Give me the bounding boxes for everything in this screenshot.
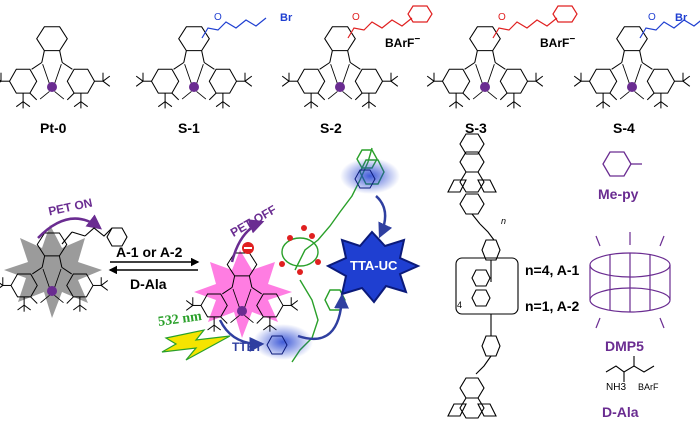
assignment-a2: n=1, A-2 (525, 298, 580, 314)
linker-arm (201, 17, 267, 39)
linker-arm (347, 17, 413, 39)
assignment-a1: n=4, A-1 (525, 262, 580, 278)
pyridinium-ring (552, 5, 578, 23)
legend-dala: D-Ala (602, 404, 639, 420)
dmp5-structure (589, 232, 671, 329)
pt-center-marker (47, 82, 57, 92)
pet-on-complex (0, 214, 128, 318)
arm-o-s1: O (214, 12, 222, 23)
reverse-reagent-label: D-Ala (130, 276, 167, 292)
pt-center-marker (480, 82, 490, 92)
ttet-label: TTET (232, 340, 262, 354)
legend-nh3: NH3 (606, 382, 627, 393)
counterion-s3: BArF− (540, 34, 576, 50)
compound-s-1 (135, 17, 267, 109)
linker-arm (492, 17, 558, 39)
legend-mepy: Me-py (598, 186, 639, 202)
arm-tail-s1: Br (280, 12, 293, 24)
axle-structure (447, 133, 519, 419)
pyridinium-ring (407, 5, 433, 23)
pet-off-label: PET OFF (227, 202, 279, 240)
compound-s-4 (573, 19, 700, 109)
compound-label-pt0: Pt-0 (40, 120, 67, 136)
compound-label-s1: S-1 (178, 120, 200, 136)
pt-center-marker (335, 82, 345, 92)
lightning-icon (161, 329, 231, 361)
axle-n-label: n (501, 216, 507, 226)
d-ala-structure (605, 356, 655, 382)
legend-barf: BArF (638, 382, 659, 392)
counterion-s2: BArF− (385, 34, 421, 50)
pt-center-marker (627, 82, 637, 92)
compound-label-s4: S-4 (613, 120, 635, 136)
anthracene-glow-bottom (253, 324, 313, 360)
arm-o-s3: O (498, 12, 506, 23)
tta-uc-label: TTA-UC (350, 258, 398, 273)
linker-arm (639, 19, 700, 39)
tta-uc-burst (325, 230, 421, 304)
pet-off-complex (185, 219, 299, 338)
pt-center-marker (189, 82, 199, 92)
compound-label-s3: S-3 (465, 120, 487, 136)
compound-s-2 (281, 5, 433, 109)
pet-on-label: PET ON (47, 195, 94, 219)
arm-o-s4: O (648, 12, 656, 23)
compound-row (0, 5, 700, 109)
forward-reagent-label: A-1 or A-2 (116, 244, 183, 260)
arm-o-s2: O (352, 12, 360, 23)
axle-sub4: 4 (457, 300, 463, 310)
me-py-structure (602, 151, 642, 177)
wavelength-label: 532 nm (157, 309, 203, 330)
anthracene-glow-top (340, 158, 400, 194)
legend-dmp5: DMP5 (605, 338, 644, 354)
compound-label-s2: S-2 (320, 120, 342, 136)
compound-pt-0 (0, 26, 111, 109)
arm-tail-s4: Br (675, 12, 688, 24)
compound-s-3 (426, 5, 578, 109)
